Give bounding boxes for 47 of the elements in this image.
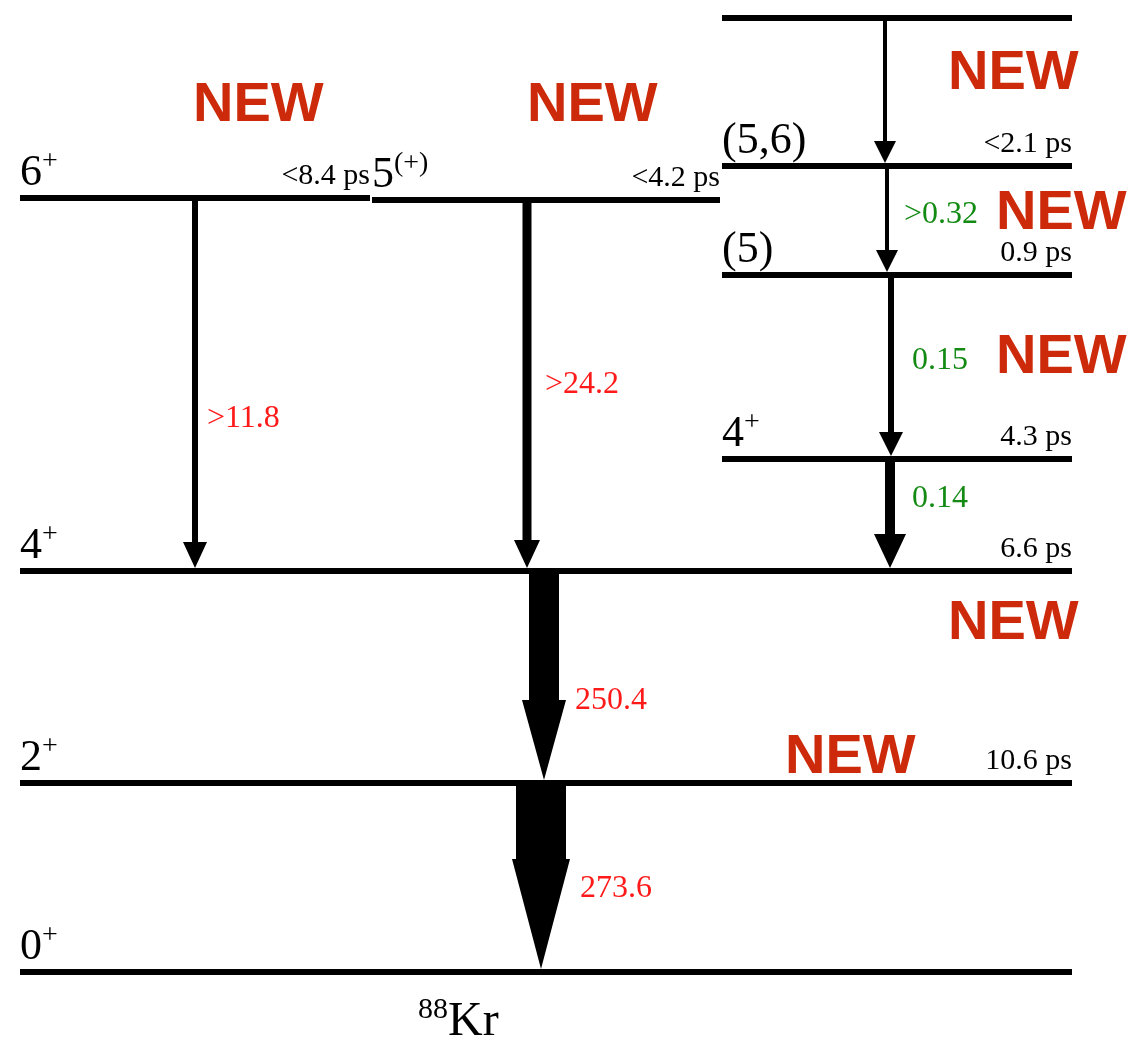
- lifetime-label: <8.4 ps: [281, 159, 370, 189]
- new-tag: NEW: [996, 188, 1127, 233]
- transition-arrow: [514, 203, 540, 568]
- edge-label: >0.32: [904, 196, 979, 228]
- transition-arrow: [879, 278, 903, 456]
- energy-level-line: [372, 153, 720, 203]
- spin-parity-label: (5,6): [722, 117, 807, 161]
- energy-level-line: [20, 151, 370, 201]
- lifetime-label: 6.6 ps: [1000, 532, 1072, 562]
- energy-level-line: [722, 412, 1072, 462]
- edge-label: 0.15: [912, 342, 968, 374]
- new-tag: NEW: [193, 80, 324, 125]
- spin-parity-label: 4$^{+}$: [20, 519, 58, 566]
- edge-label: >11.8: [207, 400, 280, 432]
- transition-arrow: [522, 574, 566, 780]
- spin-parity-label: 0$^{+}$: [20, 920, 58, 967]
- lifetime-label: 4.3 ps: [1000, 420, 1072, 450]
- transition-arrow: [876, 169, 898, 272]
- transition-arrow: [183, 201, 207, 568]
- spin-parity-label: (5): [722, 226, 774, 270]
- spin-parity-label: 5$^{(+)}$: [372, 148, 429, 195]
- spin-parity-label: 6$^{+}$: [20, 146, 58, 193]
- energy-level-line: [722, 228, 1072, 278]
- energy-level-line: [20, 736, 1072, 786]
- energy-level-line: [20, 925, 1072, 975]
- edge-label: >24.2: [545, 366, 620, 398]
- energy-level-line: [20, 524, 1072, 574]
- new-tag: NEW: [948, 598, 1079, 643]
- lifetime-label: <2.1 ps: [983, 127, 1072, 157]
- new-tag: NEW: [527, 80, 658, 125]
- edge-label: 0.14: [912, 480, 968, 512]
- lifetime-label: 10.6 ps: [985, 744, 1072, 774]
- edge-label: 273.6: [580, 870, 652, 902]
- new-tag: NEW: [948, 48, 1079, 93]
- edge-label: 250.4: [575, 682, 647, 714]
- transition-arrow: [874, 462, 906, 568]
- lifetime-label: 0.9 ps: [1000, 236, 1072, 266]
- new-tag: NEW: [996, 332, 1127, 377]
- spin-parity-label: 2$^{+}$: [20, 731, 58, 778]
- transition-arrow: [512, 786, 570, 969]
- energy-level-line: [722, 15, 1072, 21]
- lifetime-label: <4.2 ps: [631, 161, 720, 191]
- spin-parity-label: 4$^{+}$: [722, 407, 760, 454]
- nucleus-label: $^{88}$Kr: [418, 993, 499, 1043]
- energy-level-line: [722, 119, 1072, 169]
- new-tag: NEW: [785, 732, 916, 777]
- transition-arrow: [874, 21, 896, 163]
